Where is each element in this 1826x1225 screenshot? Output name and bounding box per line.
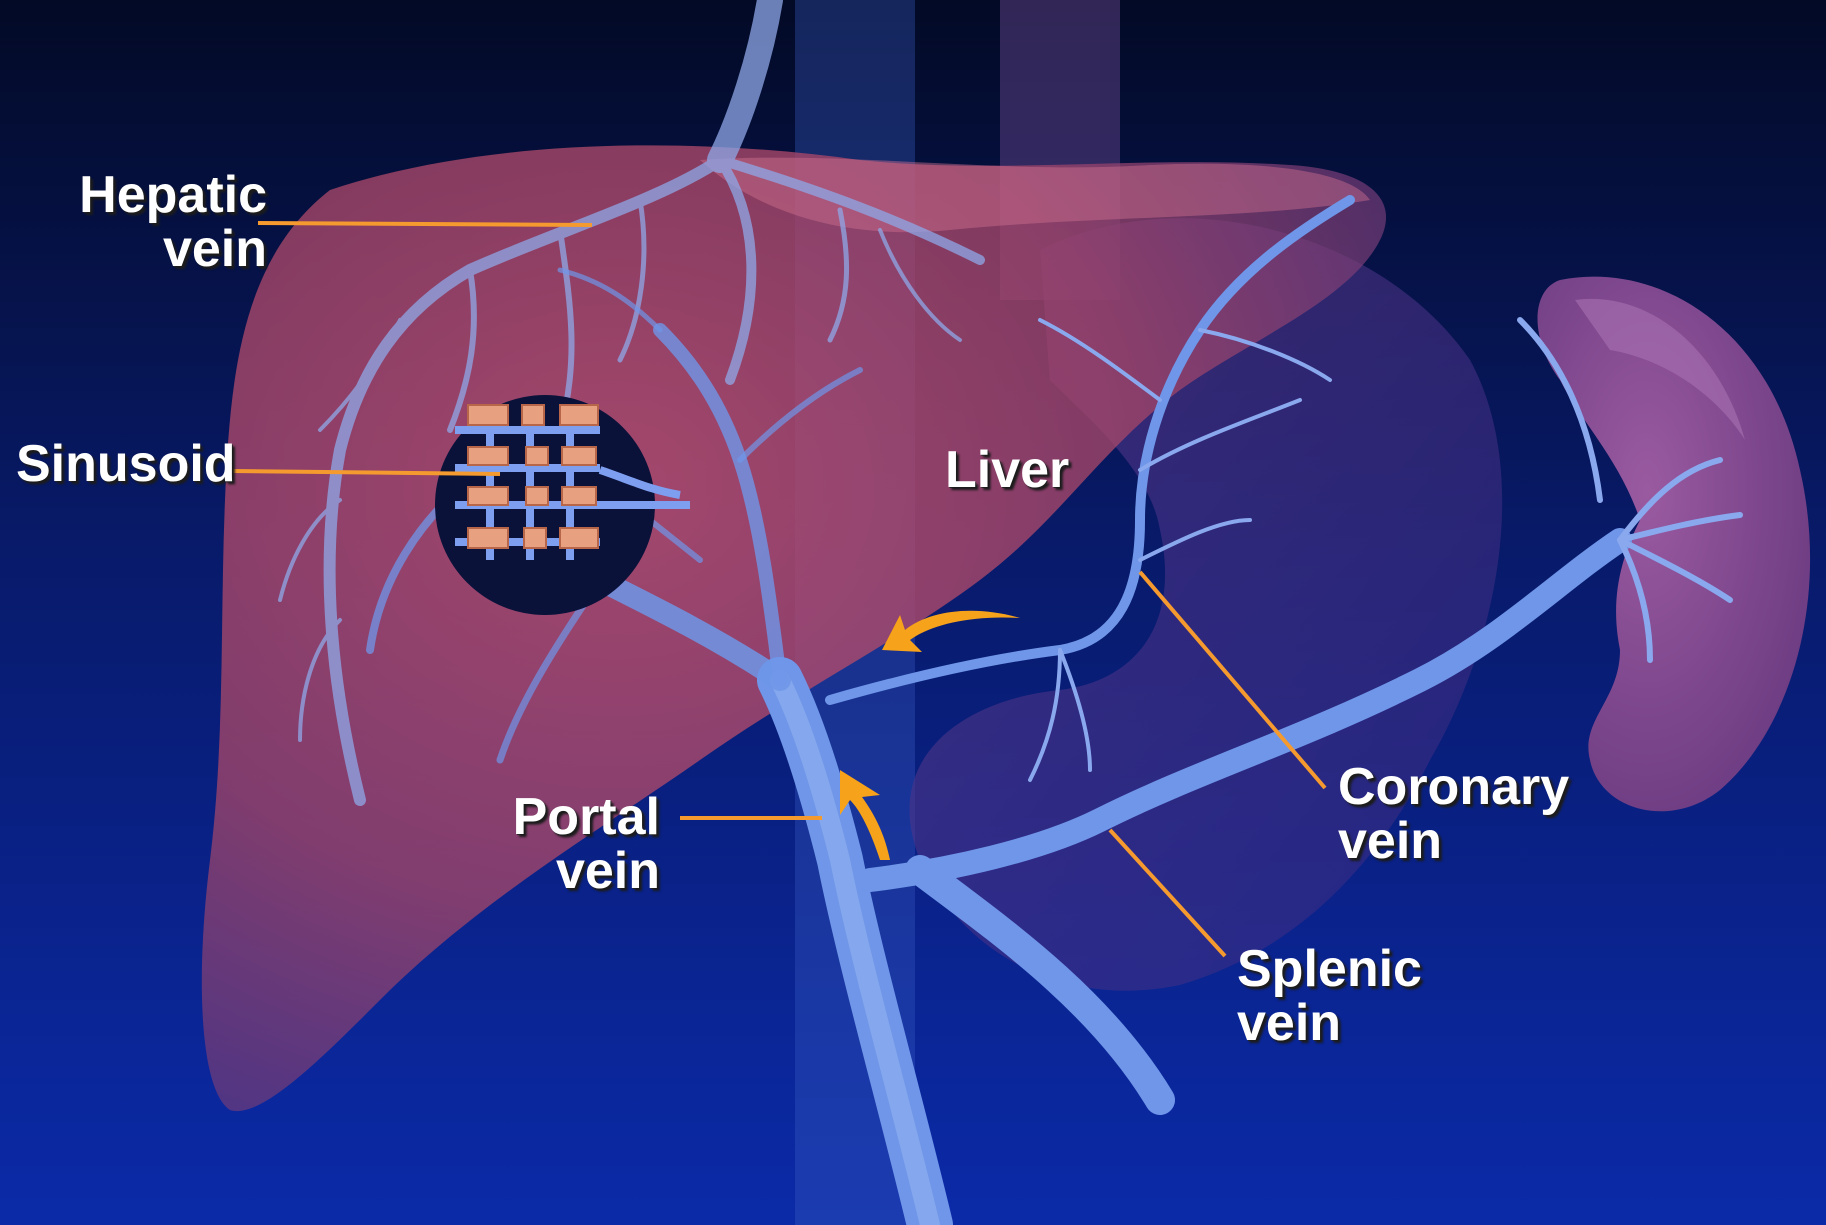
hepatic-vein-label: Hepatic vein (62, 168, 267, 276)
coronary-vein-label: Coronary vein (1338, 760, 1569, 868)
splenic-vein-label-line2: vein (1237, 996, 1422, 1050)
hepatic-vein-leader (258, 223, 592, 225)
coronary-vein-label-line2: vein (1338, 814, 1569, 868)
portal-vein-label-line1: Portal (505, 790, 660, 844)
portal-vein-label: Portal vein (505, 790, 660, 898)
sinusoid-label: Sinusoid (16, 437, 236, 491)
liver-label-text: Liver (945, 443, 1069, 497)
splenic-vein-label: Splenic vein (1237, 942, 1422, 1050)
portal-vein-label-line2: vein (505, 844, 660, 898)
coronary-vein-label-line1: Coronary (1338, 760, 1569, 814)
splenic-vein-label-line1: Splenic (1237, 942, 1422, 996)
liver-label: Liver (945, 443, 1069, 497)
sinusoid-label-text: Sinusoid (16, 437, 236, 491)
hepatic-vein-label-line1: Hepatic (62, 168, 267, 222)
hepatic-vein-label-line2: vein (62, 222, 267, 276)
